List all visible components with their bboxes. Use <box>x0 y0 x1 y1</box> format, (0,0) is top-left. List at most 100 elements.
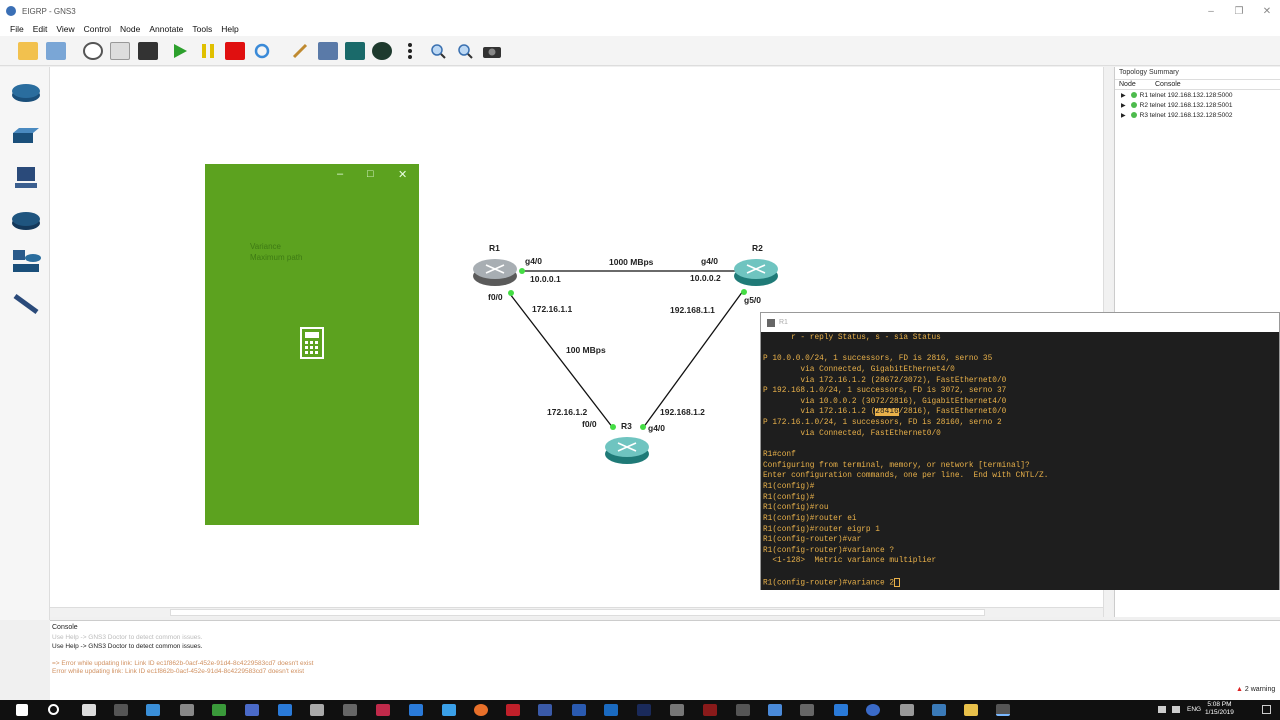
iface-label: f0/0 <box>488 292 503 302</box>
topology-summary-title: Topology Summary <box>1119 69 1179 76</box>
col-console[interactable]: Console <box>1155 81 1181 88</box>
stop-icon[interactable] <box>225 42 245 60</box>
app-icon[interactable] <box>538 704 552 716</box>
menu-tools[interactable]: Tools <box>192 24 213 34</box>
canvas-horizontal-scrollbar[interactable] <box>50 607 1103 617</box>
menu-view[interactable]: View <box>56 24 75 34</box>
open-folder-icon[interactable] <box>18 42 38 60</box>
show-interface-labels-icon[interactable] <box>110 42 130 60</box>
clock[interactable]: 5:08 PM 1/15/2019 <box>1205 701 1234 717</box>
warning-status[interactable]: ▲ 2 warning <box>1236 686 1275 693</box>
app-icon[interactable] <box>212 704 226 716</box>
calculator-taskbar-icon[interactable] <box>996 704 1010 716</box>
link-r1-r3[interactable] <box>509 293 614 429</box>
terminal-line: R1(config)#router ei <box>763 514 857 523</box>
app-icon[interactable] <box>180 704 194 716</box>
app-icon[interactable] <box>736 704 750 716</box>
windows-start-icon[interactable] <box>16 704 28 716</box>
app-icon[interactable] <box>768 704 782 716</box>
notification-icon[interactable] <box>1262 705 1271 714</box>
app-icon[interactable] <box>146 704 160 716</box>
summary-row[interactable]: ▶ R3 telnet 192.168.132.128:5002 <box>1115 110 1280 120</box>
app-icon[interactable] <box>572 704 586 716</box>
menu-control[interactable]: Control <box>83 24 112 34</box>
app-icon[interactable] <box>245 704 259 716</box>
app-icon[interactable] <box>376 704 390 716</box>
router-r3-icon[interactable] <box>605 437 649 464</box>
router-r1-icon[interactable] <box>473 259 517 286</box>
scroll-thumb[interactable] <box>170 609 985 616</box>
summary-row[interactable]: ▶ R2 telnet 192.168.132.128:5001 <box>1115 100 1280 110</box>
terminal-screen[interactable]: r - reply Status, s - sia Status P 10.0.… <box>761 332 1279 590</box>
search-icon[interactable] <box>48 704 59 715</box>
open-project-icon[interactable] <box>46 42 66 60</box>
app-icon[interactable] <box>703 704 717 716</box>
calc-minimize-icon[interactable]: – <box>337 168 344 180</box>
terminal-line: R1(config)#rou <box>763 504 829 513</box>
app-icon[interactable] <box>82 704 96 716</box>
edge-icon[interactable] <box>409 704 423 716</box>
calculator-window[interactable]: – □ ✕ Variance Maximum path <box>205 164 419 525</box>
close-icon[interactable]: ✕ <box>1262 5 1272 17</box>
menu-edit[interactable]: Edit <box>32 24 48 34</box>
note-icon[interactable] <box>290 42 310 60</box>
terminal-app-icon[interactable] <box>114 704 128 716</box>
router-icon[interactable] <box>10 79 42 105</box>
summary-console: telnet 192.168.132.128:5002 <box>1149 111 1233 119</box>
summary-row[interactable]: ▶ R1 telnet 192.168.132.128:5000 <box>1115 90 1280 100</box>
expand-arrow-icon[interactable]: ▶ <box>1121 112 1126 119</box>
zoom-out-icon[interactable] <box>455 42 475 60</box>
volume-icon[interactable] <box>1172 706 1180 713</box>
ellipse-icon[interactable] <box>372 42 392 60</box>
app-icon[interactable] <box>343 704 357 716</box>
expand-arrow-icon[interactable]: ▶ <box>1121 92 1126 99</box>
more-icon[interactable] <box>400 42 420 60</box>
status-green-icon <box>1130 112 1137 118</box>
col-node[interactable]: Node <box>1119 81 1136 88</box>
router-r2-icon[interactable] <box>734 259 778 286</box>
menu-file[interactable]: File <box>10 24 24 34</box>
terminal-line: via Connected, GigabitEthernet4/0 <box>763 365 955 374</box>
maximize-icon[interactable]: ❐ <box>1234 5 1244 17</box>
app-icon[interactable] <box>932 704 946 716</box>
start-icon[interactable] <box>170 42 190 60</box>
terminal-window[interactable]: R1 r - reply Status, s - sia Status P 10… <box>760 312 1280 590</box>
app-icon[interactable] <box>800 704 814 716</box>
terminal-prompt-line[interactable]: R1(config-router)#variance 2 <box>763 577 1279 589</box>
ie-icon[interactable] <box>442 704 456 716</box>
calc-close-icon[interactable]: ✕ <box>398 169 408 181</box>
app-icon[interactable] <box>834 704 848 716</box>
calc-maximize-icon[interactable]: □ <box>367 168 374 180</box>
network-icon[interactable] <box>1158 706 1166 713</box>
firefox-icon[interactable] <box>474 704 488 716</box>
security-device-icon[interactable] <box>10 207 42 233</box>
switch-icon[interactable] <box>10 123 42 149</box>
file-explorer-icon[interactable] <box>964 704 978 716</box>
screenshot-image-icon[interactable] <box>318 42 338 60</box>
language-indicator[interactable]: ENG <box>1187 706 1202 713</box>
photoshop-icon[interactable] <box>637 704 651 716</box>
rectangle-icon[interactable] <box>345 42 365 60</box>
all-devices-icon[interactable] <box>10 249 42 275</box>
minimize-icon[interactable]: – <box>1208 5 1214 17</box>
link-r2-r3[interactable] <box>642 290 744 429</box>
menu-help[interactable]: Help <box>221 24 239 34</box>
menu-node[interactable]: Node <box>120 24 141 34</box>
console-all-icon[interactable] <box>138 42 158 60</box>
menu-annotate[interactable]: Annotate <box>149 24 184 34</box>
outlook-icon[interactable] <box>604 704 618 716</box>
app-icon[interactable] <box>310 704 324 716</box>
link-cable-icon[interactable] <box>10 291 42 317</box>
end-device-icon[interactable] <box>10 165 42 191</box>
expand-arrow-icon[interactable]: ▶ <box>1121 102 1126 109</box>
app-icon[interactable] <box>278 704 292 716</box>
snapshot-icon[interactable] <box>83 42 103 60</box>
chrome-icon[interactable] <box>866 704 880 716</box>
suspend-icon[interactable] <box>198 42 218 60</box>
zoom-in-icon[interactable] <box>428 42 448 60</box>
reload-icon[interactable] <box>252 42 272 60</box>
app-icon[interactable] <box>900 704 914 716</box>
app-icon[interactable] <box>670 704 684 716</box>
camera-icon[interactable] <box>482 42 502 60</box>
filezilla-icon[interactable] <box>506 704 520 716</box>
